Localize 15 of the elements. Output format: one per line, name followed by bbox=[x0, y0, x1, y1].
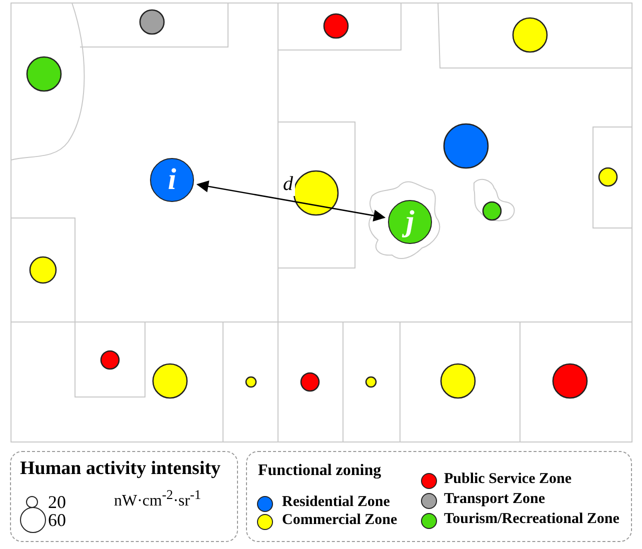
zone-circle bbox=[150, 158, 194, 202]
legend-text: Public Service Zone bbox=[444, 471, 572, 488]
legend-text: Residential Zone bbox=[282, 494, 390, 511]
node-letter: i bbox=[168, 165, 176, 195]
zone-circle bbox=[388, 200, 432, 244]
legend-title: Human activity intensity bbox=[20, 458, 221, 480]
legend-text: Tourism/Recreational Zone bbox=[444, 511, 620, 528]
legend-text: 60 bbox=[48, 510, 66, 531]
unit-text: nW·cm$^{-2}$·sr$^{-1}$ bbox=[114, 487, 202, 510]
legend-text: 20 bbox=[48, 492, 66, 513]
distance-arrow bbox=[196, 180, 386, 222]
legend-title: Functional zoning bbox=[258, 462, 382, 480]
legend-text: Commercial Zone bbox=[282, 512, 398, 529]
legend-text: Transport Zone bbox=[444, 491, 545, 508]
edge-label: d bbox=[281, 173, 295, 196]
